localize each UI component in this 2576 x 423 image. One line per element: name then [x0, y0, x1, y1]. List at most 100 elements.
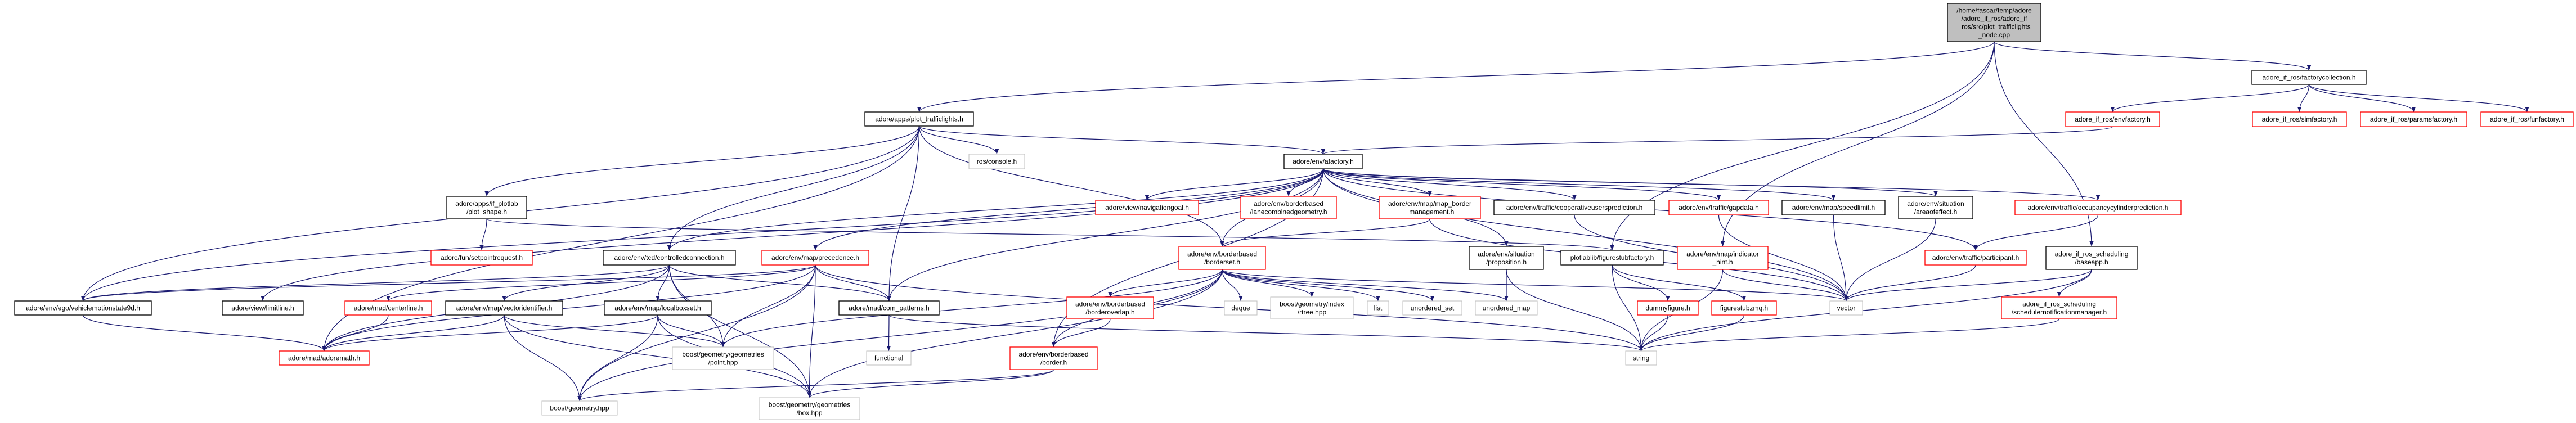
edge-afactory-to-navigationgoal [1145, 168, 1324, 201]
node-label: adore/mad/centerline.h [354, 304, 423, 312]
node-box [2045, 246, 2138, 270]
node-box [430, 250, 533, 266]
node-label: adore/env/map/vectoridentifier.h [456, 304, 553, 312]
node-label: adore/env/borderbased [1075, 300, 1145, 308]
node-borderoverlap[interactable]: adore/env/borderbased/borderoverlap.h [1066, 296, 1154, 320]
node-unordered_map[interactable]: unordered_map [1475, 300, 1538, 316]
node-afactory[interactable]: adore/env/afactory.h [1283, 154, 1363, 169]
node-box [279, 350, 370, 366]
edge-controlledconnection-to-box [668, 264, 812, 398]
edge-baseapp-to-schedulernotificationmanager [2057, 269, 2092, 298]
node-box [1240, 196, 1337, 219]
node-plot_trafficlights[interactable]: adore/apps/plot_trafficlights.h [864, 111, 974, 127]
node-participant[interactable]: adore/env/traffic/participant.h [1924, 250, 2027, 266]
node-plot_shape[interactable]: adore/apps/if_plotlab/plot_shape.h [446, 196, 527, 219]
edge-borderset-to-deque [1222, 269, 1243, 302]
edge-borderoverlap-to-border [1051, 318, 1111, 348]
edge-afactory-to-map_border_management [1322, 168, 1432, 197]
node-box [604, 300, 712, 316]
edge-factorycollection-to-paramsfactory [2308, 84, 2416, 112]
node-functional[interactable]: functional [866, 350, 912, 366]
node-list[interactable]: list [1367, 300, 1389, 316]
edge-borderset-to-point [721, 269, 1223, 348]
edge-factorycollection-to-simfactory [2297, 84, 2310, 112]
edge-afactory-to-occupancycylinderprediction [1322, 168, 2100, 201]
node-localboxset[interactable]: adore/env/map/localboxset.h [604, 300, 712, 316]
node-box [761, 250, 869, 266]
node-root[interactable]: /home/fascar/temp/adore/adore_if_ros/ado… [1947, 3, 2041, 42]
node-gapdata[interactable]: adore/env/traffic/gapdata.h [1668, 200, 1769, 215]
node-baseapp[interactable]: adore_if_ros_scheduling/baseapp.h [2045, 246, 2138, 270]
node-simfactory[interactable]: adore_if_ros/simfactory.h [2252, 111, 2347, 127]
node-limitline[interactable]: adore/view/limitline.h [222, 300, 304, 316]
node-setpointrequest[interactable]: adore/fun/setpointrequest.h [430, 250, 533, 266]
node-vectoridentifier[interactable]: adore/env/map/vectoridentifier.h [445, 300, 563, 316]
edge-afactory-to-precedence [813, 168, 1324, 251]
node-map_border_management[interactable]: adore/env/map/map_border_management.h [1379, 196, 1481, 219]
node-figurestubzmq[interactable]: figurestubzmq.h [1711, 300, 1777, 316]
edges-layer [80, 41, 2529, 402]
node-com_patterns[interactable]: adore/mad/com_patterns.h [838, 300, 940, 316]
node-label: adore/env/borderbased [1018, 350, 1088, 358]
node-label: figurestubzmq.h [1720, 304, 1768, 312]
node-box [1625, 350, 1657, 366]
edge-plot_trafficlights-to-ros_console [918, 125, 999, 155]
edge-indicator_hint-to-vector [1722, 269, 1848, 302]
edge-plot_trafficlights-to-plot_shape [484, 125, 920, 197]
node-boost_geometry[interactable]: boost/geometry.hpp [541, 400, 618, 416]
node-cooperativeusersprediction[interactable]: adore/env/traffic/cooperativeuserspredic… [1493, 200, 1655, 215]
node-lanecombinedgeometry[interactable]: adore/env/borderbased/lanecombinedgeomet… [1240, 196, 1337, 219]
node-label: /box.hpp [796, 409, 822, 417]
node-box[interactable]: boost/geometry/geometries/box.hpp [759, 397, 860, 420]
node-rtree[interactable]: boost/geometry/index/rtree.hpp [1270, 296, 1354, 320]
edge-afactory-to-com_patterns [887, 168, 1324, 302]
node-figurestubfactory[interactable]: plotlablib/figurestubfactory.h [1560, 250, 1664, 266]
edge-borderset-to-list [1222, 269, 1380, 302]
node-label: /rtree.hpp [1298, 308, 1327, 316]
node-factorycollection[interactable]: adore_if_ros/factorycollection.h [2251, 70, 2367, 85]
node-ros_console[interactable]: ros/console.h [968, 154, 1025, 169]
node-dummyfigure[interactable]: dummyfigure.h [1637, 300, 1699, 316]
edge-plot_trafficlights-to-controlledconnection [667, 125, 920, 251]
edge-precedence-to-centerline [386, 264, 816, 302]
node-label: _node.cpp [1978, 31, 2010, 39]
node-funfactory[interactable]: adore_if_ros/funfactory.h [2480, 111, 2574, 127]
edge-borderset-to-boost_geometry [577, 269, 1223, 402]
node-centerline[interactable]: adore/mad/centerline.h [344, 300, 432, 316]
edge-baseapp-to-vector [1844, 269, 2092, 302]
node-deque[interactable]: deque [1224, 300, 1258, 316]
edge-gapdata-to-vector [1718, 214, 1848, 302]
node-adoremath[interactable]: adore/mad/adoremath.h [279, 350, 370, 366]
edge-afactory-to-controlledconnection [667, 168, 1324, 251]
node-string[interactable]: string [1625, 350, 1657, 366]
edge-root-to-baseapp [1994, 41, 2094, 247]
node-point[interactable]: boost/geometry/geometries/point.hpp [672, 346, 774, 370]
node-box [14, 300, 152, 316]
node-borderset[interactable]: adore/env/borderbased/borderset.h [1178, 246, 1266, 270]
node-border[interactable]: adore/env/borderbased/border.h [1009, 346, 1098, 370]
node-schedulernotificationmanager[interactable]: adore_if_ros_scheduling/schedulernotific… [2001, 296, 2117, 320]
node-label: unordered_map [1483, 304, 1531, 312]
node-envfactory[interactable]: adore_if_ros/envfactory.h [2065, 111, 2160, 127]
node-navigationgoal[interactable]: adore/view/navigationgoal.h [1095, 200, 1199, 215]
node-paramsfactory[interactable]: adore_if_ros/paramsfactory.h [2360, 111, 2467, 127]
node-indicator_hint[interactable]: adore/env/map/indicator_hint.h [1677, 246, 1769, 270]
node-occupancycylinderprediction[interactable]: adore/env/traffic/occupancycylinderpredi… [2014, 200, 2182, 215]
node-label: ros/console.h [977, 158, 1017, 165]
node-label: adore/env/map/indicator [1686, 250, 1759, 258]
node-proposition[interactable]: adore/env/situation/proposition.h [1469, 246, 1544, 270]
node-precedence[interactable]: adore/env/map/precedence.h [761, 250, 869, 266]
node-box [2065, 111, 2160, 127]
node-box [1711, 300, 1777, 316]
node-controlledconnection[interactable]: adore/env/tcd/controlledconnection.h [603, 250, 736, 266]
node-unordered_set[interactable]: unordered_set [1402, 300, 1462, 316]
node-label: adore/env/traffic/occupancycylinderpredi… [2028, 204, 2169, 212]
edge-root-to-factorycollection [1994, 41, 2311, 71]
node-vehiclemotionstate9d[interactable]: adore/env/ego/vehiclemotionstate9d.h [14, 300, 152, 316]
node-speedlimit[interactable]: adore/env/map/speedlimit.h [1781, 200, 1886, 215]
node-vector[interactable]: vector [1829, 300, 1863, 316]
node-label: adore/env/traffic/cooperativeuserspredic… [1506, 204, 1643, 212]
node-areaofeffect[interactable]: adore/env/situation/areaofeffect.h [1898, 196, 1973, 219]
node-label: _ros/src/plot_trafficlights [1957, 22, 2030, 30]
edge-afactory-to-vector [1322, 168, 1848, 302]
